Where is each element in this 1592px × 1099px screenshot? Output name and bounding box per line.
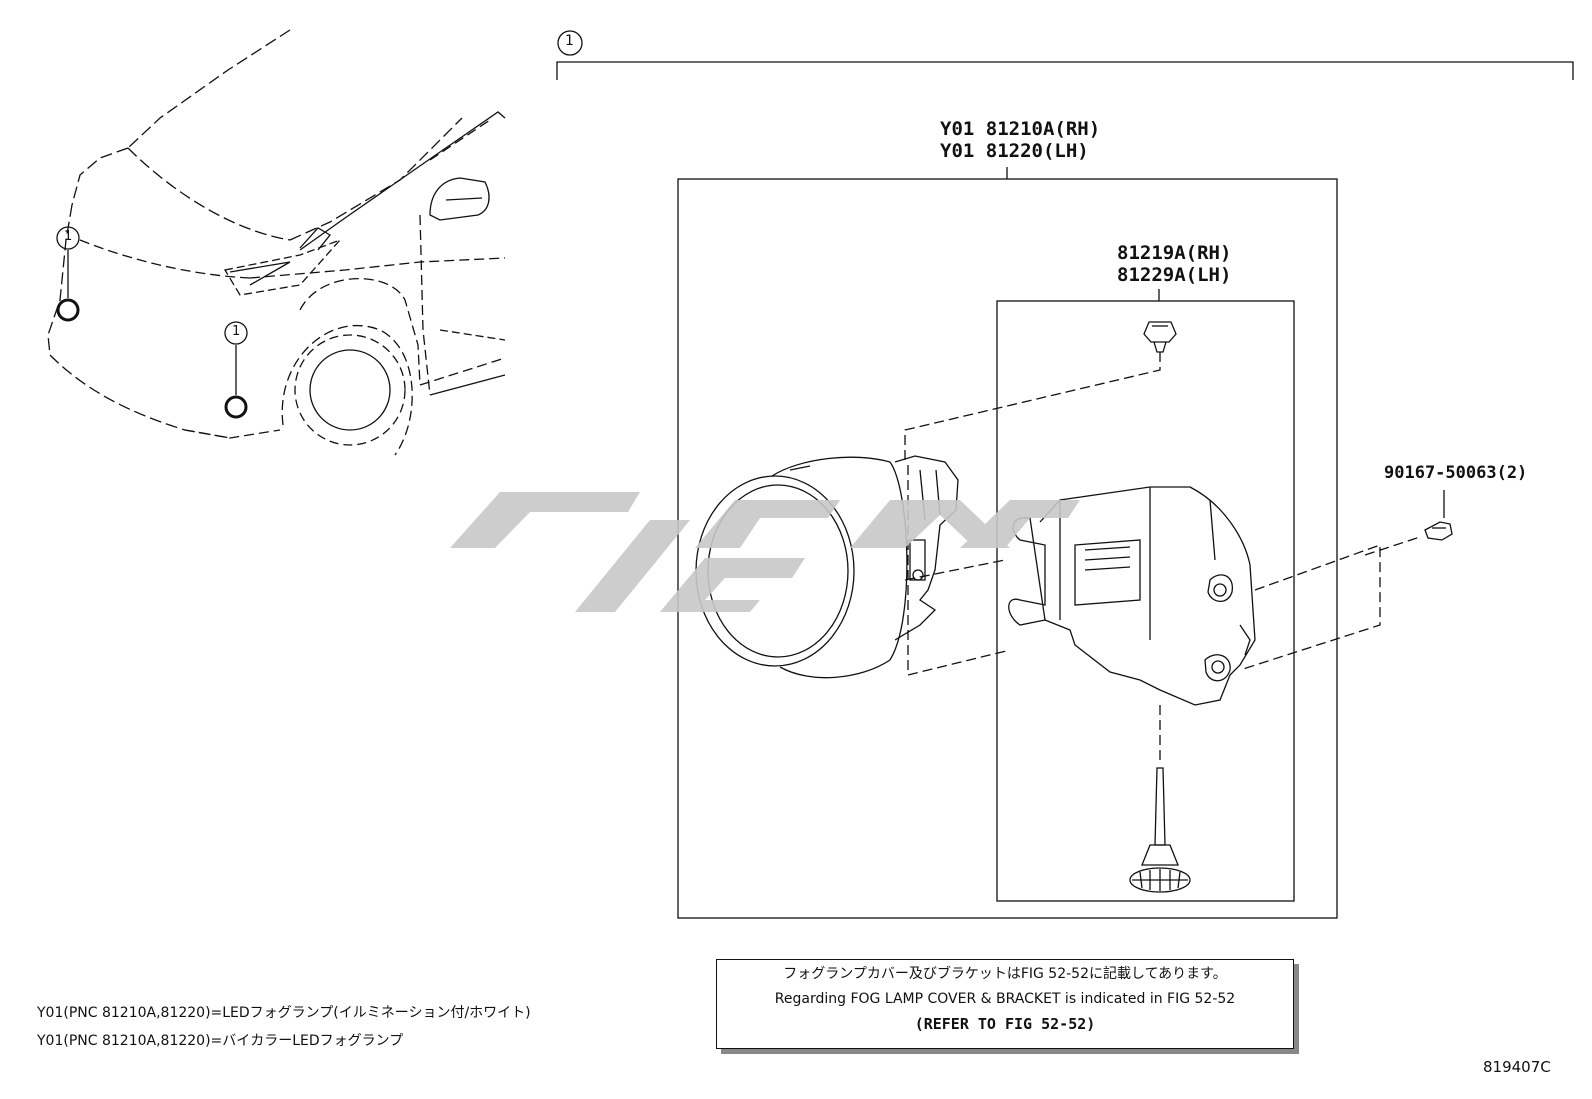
cover-box: [996, 300, 1295, 902]
screw-part-number: 90167-50063(2): [1384, 463, 1528, 483]
assembly-part-number-lh: Y01 81220(LH): [940, 140, 1089, 162]
bulb-socket: [1129, 767, 1191, 893]
note-english: Regarding FOG LAMP COVER & BRACKET is in…: [774, 991, 1236, 1007]
legend-line-1: Y01(PNC 81210A,81220)=LEDフォグランプ(イルミネーション…: [37, 1005, 531, 1021]
assembly-box: [677, 178, 1338, 919]
screw-part: [1424, 490, 1453, 541]
assembly-bracket: [556, 30, 1574, 80]
assembly-part-number-rh: Y01 81210A(RH): [940, 118, 1101, 140]
figure-id: 819407C: [1483, 1058, 1551, 1076]
callout-car-upper-number: 1: [64, 229, 73, 244]
cover-part-number-rh: 81219A(RH): [1117, 242, 1232, 264]
note-refer: (REFER TO FIG 52-52): [914, 1015, 1096, 1033]
fog-lamp: [695, 455, 959, 679]
legend-line-2: Y01(PNC 81210A,81220)=バイカラーLEDフォグランプ: [37, 1033, 404, 1049]
reference-note-box: フォグランプカバー及びブラケットはFIG 52-52に記載してあります。 Reg…: [716, 959, 1294, 1049]
callout-car-lower-number: 1: [232, 324, 241, 339]
watermark-logo: [450, 492, 1080, 612]
car-front-sketch: [47, 29, 506, 456]
callout-top-number: 1: [565, 33, 574, 49]
cover-part-number-lh: 81229A(LH): [1117, 264, 1232, 286]
lamp-bracket: [1008, 486, 1256, 706]
clip-part: [1143, 321, 1177, 353]
note-japanese: フォグランプカバー及びブラケットはFIG 52-52に記載してあります。: [783, 966, 1227, 982]
